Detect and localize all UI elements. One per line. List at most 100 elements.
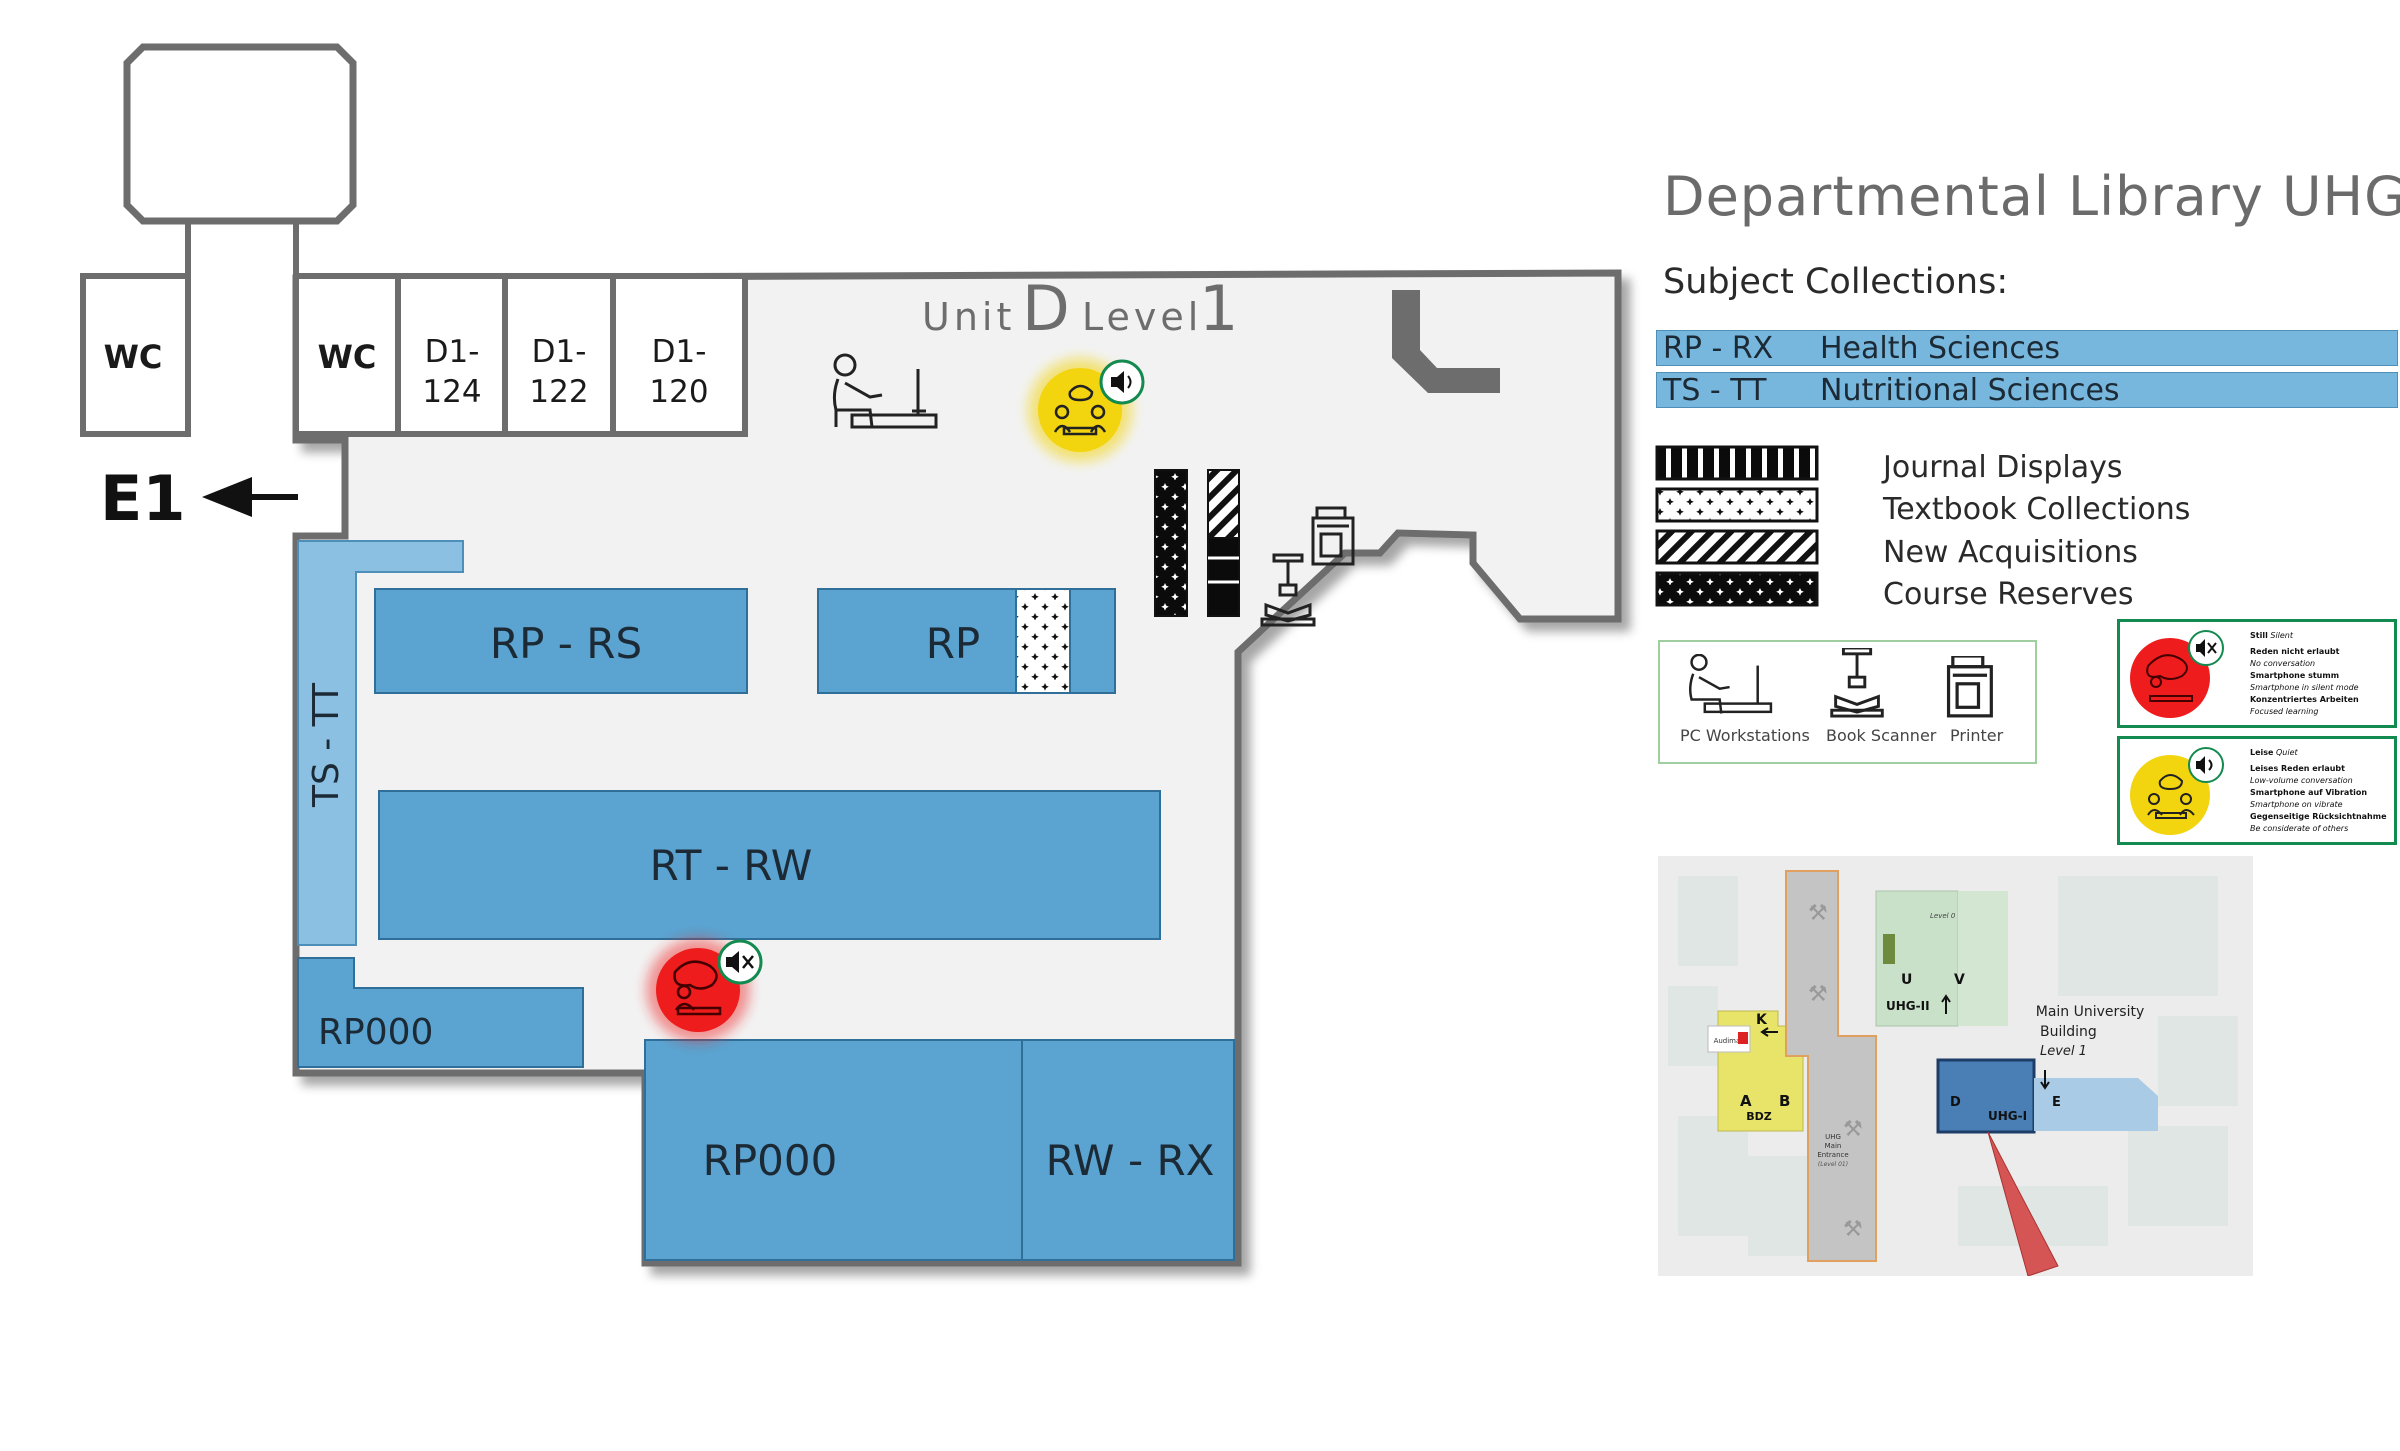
zone-rule-en: Low-volume conversation	[2250, 776, 2353, 785]
legend-label: Course Reserves	[1883, 577, 2134, 612]
course-reserves-display	[1154, 469, 1188, 617]
exit-label: E1	[100, 462, 186, 535]
collection-code: RP - RX	[1663, 331, 1774, 366]
map-label: B	[1779, 1092, 1790, 1110]
map-label: BDZ	[1746, 1110, 1772, 1123]
course-reserves-swatch	[1655, 571, 1819, 607]
legend-label: Textbook Collections	[1883, 492, 2191, 527]
map-label: Entrance	[1817, 1151, 1848, 1159]
shelf-label: RP000	[318, 1012, 433, 1053]
textbook-collection-segment	[1015, 588, 1071, 694]
zone-rule-en: No conversation	[2250, 659, 2316, 668]
library-floor	[292, 269, 1622, 1267]
shelf-label: TS - TT	[306, 682, 347, 808]
pc-workstation-icon	[1689, 654, 1773, 714]
map-label: Main University	[2036, 1004, 2145, 1020]
shelf-rp000-large	[644, 1039, 1023, 1261]
legend-label: Journal Displays	[1883, 450, 2123, 485]
room-label: WC	[104, 338, 163, 376]
viewpoint-cone	[1987, 1131, 2059, 1276]
room-d1-120	[610, 273, 748, 437]
textbook-swatch	[1655, 487, 1819, 523]
map-label: UHG-I	[1988, 1109, 2027, 1123]
quiet-zone-icon	[2130, 747, 2224, 835]
map-label: E	[2052, 1095, 2061, 1110]
map-label: A	[1740, 1092, 1752, 1110]
construction-icon: ⚒	[1843, 1217, 1863, 1242]
level-number: 1	[1199, 272, 1238, 345]
pc-workstation-icon	[832, 353, 938, 429]
room-d1-124	[395, 273, 508, 437]
zone-rule: Konzentriertes Arbeiten	[2250, 695, 2359, 704]
level-word: Level	[1082, 295, 1202, 339]
shelf-rp-rs	[374, 588, 748, 694]
equipment-legend: PC Workstations Book Scanner Printer	[1658, 640, 2037, 764]
journal-display	[1207, 537, 1240, 617]
shelf-rp000-small	[297, 957, 584, 1068]
map-label: V	[1954, 972, 1965, 988]
construction-icon: ⚒	[1808, 901, 1828, 926]
room-label: 120	[649, 374, 708, 410]
collection-row: RP - RX Health Sciences	[1656, 330, 2398, 366]
shelf-rw-rx	[1021, 1039, 1235, 1261]
quiet-zone-title: Leise	[2250, 748, 2274, 757]
silent-zone-icon	[2130, 630, 2224, 718]
collection-code: TS - TT	[1663, 373, 1767, 408]
shelf-label: RP - RS	[490, 619, 642, 668]
quiet-zone-title-en: Quiet	[2276, 748, 2298, 757]
speaker-icon	[1111, 371, 1124, 393]
journal-swatch	[1655, 445, 1819, 481]
zone-rule: Reden nicht erlaubt	[2250, 647, 2340, 656]
book-scanner-icon	[1830, 648, 1884, 718]
map-label: (Level 01)	[1818, 1161, 1848, 1168]
room-label: D1-	[532, 334, 587, 370]
muted-speaker-icon	[726, 951, 739, 973]
collection-name: Nutritional Sciences	[1820, 373, 2120, 408]
quiet-zone-marker	[1028, 358, 1145, 462]
shelf-label: RW - RX	[1046, 1136, 1215, 1185]
zone-rule: Leises Reden erlaubt	[2250, 764, 2345, 773]
pattern-legend-swatches	[1655, 445, 1819, 607]
zone-rule: Smartphone auf Vibration	[2250, 788, 2368, 797]
entrance-room	[123, 43, 357, 225]
map-label: U	[1901, 972, 1912, 988]
campus-overview-map: Audimax K A B BDZ ⚒ ⚒ ⚒ ⚒ UHG Main Entra…	[1658, 856, 2253, 1276]
room-label: WC	[318, 338, 377, 376]
map-label: Audimax	[1714, 1037, 1745, 1045]
room-label: 124	[422, 374, 481, 410]
map-label: Main	[1825, 1142, 1842, 1150]
collection-row: TS - TT Nutritional Sciences	[1656, 372, 2398, 408]
printer-icon	[1311, 506, 1355, 566]
map-label: K	[1756, 1012, 1768, 1028]
new-acquisitions-display	[1207, 469, 1240, 539]
legend-label: New Acquisitions	[1883, 535, 2138, 570]
shelf-ts-tt	[297, 540, 464, 946]
shelf-label: RP	[926, 619, 981, 668]
shelf-label: RP000	[703, 1136, 838, 1185]
zone-rule: Smartphone stumm	[2250, 671, 2340, 680]
silent-zone-card: Still Silent Reden nicht erlaubt No conv…	[2117, 619, 2397, 728]
zone-rule-en: Smartphone on vibrate	[2250, 800, 2343, 809]
map-label: Level 0	[1930, 912, 1956, 920]
zone-rule: Gegenseitige Rücksichtnahme	[2250, 812, 2387, 821]
silent-zone-title-en: Silent	[2270, 631, 2294, 640]
floor-plan: WC WC D1- 124 D1- 122 D1- 120 E1 Unit D …	[80, 43, 1622, 1267]
shelf-rt-rw	[378, 790, 1161, 940]
silent-zone-marker	[646, 938, 763, 1042]
zone-rule-en: Be considerate of others	[2250, 824, 2349, 833]
collection-name: Health Sciences	[1820, 331, 2060, 366]
room-label: D1-	[652, 334, 707, 370]
book-scanner-label: Book Scanner	[1826, 726, 1937, 745]
subject-collections-heading: Subject Collections:	[1663, 262, 2009, 302]
construction-icon: ⚒	[1843, 1117, 1863, 1142]
map-label: UHG-II	[1886, 999, 1930, 1013]
printer-label: Printer	[1950, 726, 2004, 745]
unit-letter: D	[1022, 272, 1070, 345]
construction-icon: ⚒	[1808, 982, 1828, 1007]
map-label: UHG	[1825, 1133, 1841, 1141]
map-label: D	[1950, 1095, 1961, 1110]
printer-icon	[1946, 656, 1993, 718]
exit-arrow-icon	[202, 477, 298, 517]
room-label: D1-	[425, 334, 480, 370]
new-acquisitions-swatch	[1655, 529, 1819, 565]
